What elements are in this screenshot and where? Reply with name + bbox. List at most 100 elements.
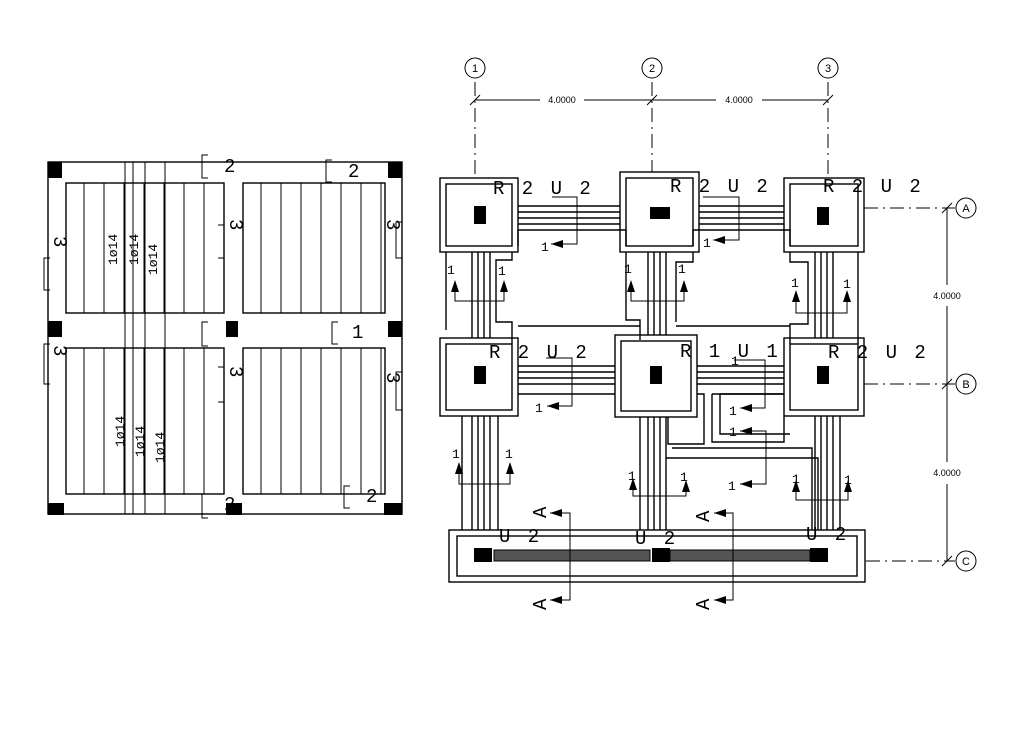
arrowhead <box>550 509 562 517</box>
arrowhead <box>629 478 637 490</box>
section-cut <box>551 196 578 245</box>
column-pad <box>650 366 662 384</box>
beam-label: U 2 <box>635 528 678 550</box>
section-mark: 3 <box>48 345 70 359</box>
section-number: 1 <box>728 479 736 494</box>
footing-inner <box>789 343 859 411</box>
section-cut <box>734 359 766 409</box>
tie-beam <box>814 416 834 530</box>
arrowhead <box>547 402 559 410</box>
section-bracket <box>201 321 208 347</box>
bar-label: 1ø14 <box>113 416 128 447</box>
section-number: 1 <box>729 404 737 419</box>
footing-inner <box>620 340 692 412</box>
column <box>384 503 402 515</box>
right-foundation-plan: 1 2 3 A B C 4.0000 4.0000 4.0000 4.0000 <box>439 57 977 610</box>
arrowhead <box>506 462 514 474</box>
section-bracket <box>201 493 208 519</box>
column <box>226 503 242 515</box>
section-mark: 2 <box>224 156 238 178</box>
section-number: 1 <box>678 262 686 277</box>
dimension-tick <box>941 202 953 214</box>
dimension-label: 4.0000 <box>933 468 961 478</box>
footing-label: R 2 U 2 <box>823 176 924 198</box>
column <box>226 321 238 337</box>
column-pad <box>652 548 670 562</box>
grid-bubble-label: C <box>962 556 970 568</box>
section-mark: 2 <box>366 486 380 508</box>
section-mark: 1 <box>352 322 366 344</box>
arrowhead <box>550 596 562 604</box>
column-pad <box>810 548 828 562</box>
section-number: 1 <box>505 447 513 462</box>
section-mark: 2 <box>348 161 362 183</box>
column <box>48 162 62 178</box>
column-pad <box>474 548 492 562</box>
footing-label: R 2 U 2 <box>489 342 590 364</box>
slab-edge <box>711 393 785 443</box>
dimension-label: 4.0000 <box>933 291 961 301</box>
grid-bubble-3 <box>817 57 839 79</box>
grid-bubble-label: 1 <box>472 63 478 75</box>
arrowhead <box>551 240 563 248</box>
slab-edge <box>639 417 819 530</box>
footings <box>439 171 865 418</box>
slab-edge <box>445 252 513 344</box>
arrowhead <box>714 596 726 604</box>
footing-label: R 2 U 2 <box>670 176 771 198</box>
column <box>48 503 64 515</box>
slab-edge <box>789 252 859 344</box>
section-number: 1 <box>844 473 852 488</box>
column <box>48 321 62 337</box>
arrowhead <box>451 280 459 292</box>
section-number: 1 <box>729 425 737 440</box>
section-bracket <box>343 485 350 509</box>
beam-label: U 2 <box>806 524 849 546</box>
slab-edge <box>517 229 627 246</box>
bar-label: 1ø14 <box>106 234 121 265</box>
left-slab-plan: 1ø14 1ø14 1ø14 1ø14 1ø14 1ø14 3 3 3 3 3 … <box>43 154 403 519</box>
section-a-mark: A <box>693 596 715 610</box>
section-bracket <box>201 154 208 179</box>
footing-label: R 2 U 2 <box>493 178 594 200</box>
grid-bubble-a <box>955 197 977 219</box>
grid-bubble-c <box>955 550 977 572</box>
arrowhead <box>844 480 852 492</box>
section-bracket <box>218 224 225 259</box>
footing-label: R 1 U 1 <box>680 341 781 363</box>
grade-beam <box>669 549 811 562</box>
section-mark: 3 <box>48 236 70 250</box>
grid-bubble-label: A <box>962 203 970 215</box>
beam-label: U 2 <box>499 526 542 548</box>
section-arrowheads <box>451 236 852 604</box>
grid-bubble-2 <box>641 57 663 79</box>
column <box>388 162 402 178</box>
section-number: 1 <box>624 262 632 277</box>
column-pad <box>817 207 829 225</box>
rebar-lines <box>83 162 382 514</box>
tie-beam <box>518 365 615 385</box>
section-number: 1 <box>498 264 506 279</box>
section-mark: 3 <box>224 219 246 233</box>
grid-bubble-label: B <box>962 379 969 391</box>
column-pad <box>474 206 486 224</box>
tie-beam <box>647 417 667 530</box>
section-cut <box>795 292 848 314</box>
dimension-tick <box>941 378 953 390</box>
arrowhead <box>740 427 752 435</box>
section-number: 1 <box>703 236 711 251</box>
section-bracket <box>43 257 50 291</box>
slab-edge <box>692 229 791 246</box>
panel-top-right <box>242 182 386 314</box>
section-number: 1 <box>447 263 455 278</box>
section-cut <box>546 357 573 407</box>
section-mark: 3 <box>381 219 403 233</box>
tie-beams <box>471 205 834 530</box>
section-a-mark: A <box>693 508 715 522</box>
slab-outline <box>47 161 403 515</box>
footing-a3 <box>783 177 865 253</box>
tie-beam <box>471 252 491 338</box>
column-pad <box>650 207 670 219</box>
section-a-mark: A <box>530 596 552 610</box>
